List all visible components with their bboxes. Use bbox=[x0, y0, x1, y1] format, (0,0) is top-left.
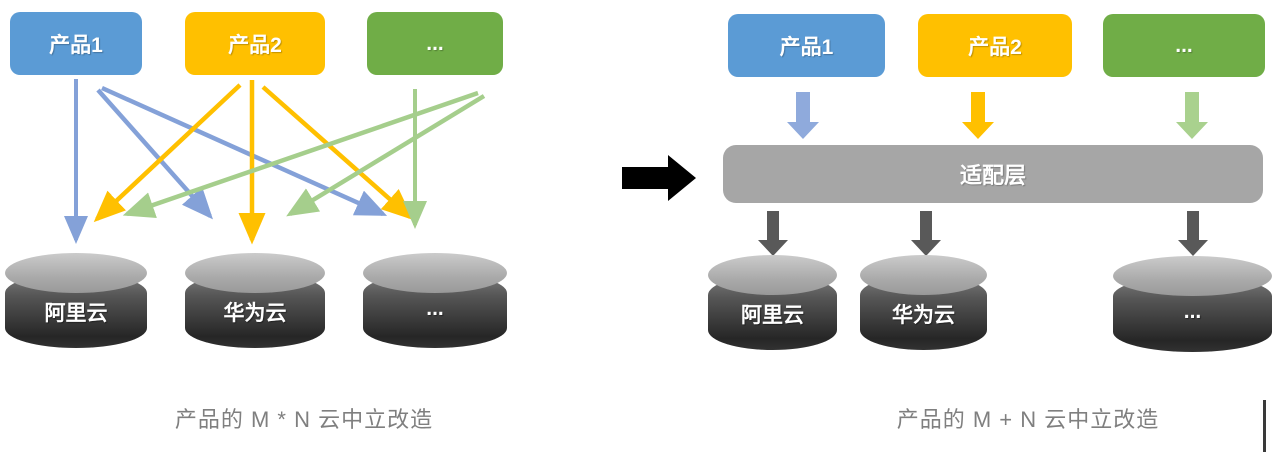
right-cloud-cylinder-2: 华为云 bbox=[860, 255, 987, 350]
right-product-label-1: 产品1 bbox=[779, 35, 834, 59]
cylinder-top bbox=[708, 255, 837, 295]
cylinder-top bbox=[1113, 256, 1272, 296]
right-cloud-cylinder-1: 阿里云 bbox=[708, 255, 837, 350]
cylinder-top bbox=[185, 253, 325, 293]
adapter-to-cloud-arrows bbox=[758, 211, 1208, 256]
cylinder-top bbox=[363, 253, 507, 293]
cylinder-top bbox=[860, 255, 987, 295]
cylinder-top bbox=[5, 253, 147, 293]
left-cloud-label-3: ... bbox=[426, 296, 444, 320]
adapter-layer-label: 适配层 bbox=[959, 163, 1026, 188]
adapter-layer-bar: 适配层 bbox=[723, 145, 1263, 203]
left-product-box-3: ... bbox=[367, 12, 503, 75]
mxn-arrows-product3 bbox=[122, 89, 486, 229]
right-cloud-label-3: ... bbox=[1183, 300, 1202, 324]
product-to-adapter-arrows bbox=[787, 92, 1208, 139]
transform-right-arrow-icon bbox=[622, 155, 696, 201]
left-diagram-caption: 产品的 M * N 云中立改造 bbox=[174, 407, 434, 432]
mxn-arrows-product1 bbox=[64, 79, 388, 244]
left-product-label-3: ... bbox=[426, 31, 444, 55]
left-product-label-2: 产品2 bbox=[228, 33, 282, 57]
right-product-label-2: 产品2 bbox=[968, 35, 1022, 59]
mxn-arrows-product2 bbox=[93, 80, 414, 245]
left-product-box-1: 产品1 bbox=[10, 12, 142, 75]
right-diagram-caption: 产品的 M + N 云中立改造 bbox=[896, 407, 1160, 432]
right-cloud-label-2: 华为云 bbox=[892, 303, 955, 327]
right-product-box-3: ... bbox=[1103, 14, 1265, 77]
right-product-box-1: 产品1 bbox=[728, 14, 885, 77]
right-product-label-3: ... bbox=[1175, 33, 1193, 57]
left-cloud-cylinder-1: 阿里云 bbox=[5, 253, 147, 348]
left-product-label-1: 产品1 bbox=[49, 33, 103, 57]
right-cloud-label-1: 阿里云 bbox=[741, 303, 804, 327]
left-cloud-cylinder-3: ... bbox=[363, 253, 507, 348]
right-product-box-2: 产品2 bbox=[918, 14, 1072, 77]
left-cloud-label-1: 阿里云 bbox=[44, 301, 108, 325]
left-cloud-label-2: 华为云 bbox=[223, 301, 287, 325]
left-product-box-2: 产品2 bbox=[185, 12, 325, 75]
right-cloud-cylinder-3: ... bbox=[1113, 256, 1272, 352]
left-cloud-cylinder-2: 华为云 bbox=[185, 253, 325, 348]
text-cursor bbox=[1263, 400, 1266, 452]
